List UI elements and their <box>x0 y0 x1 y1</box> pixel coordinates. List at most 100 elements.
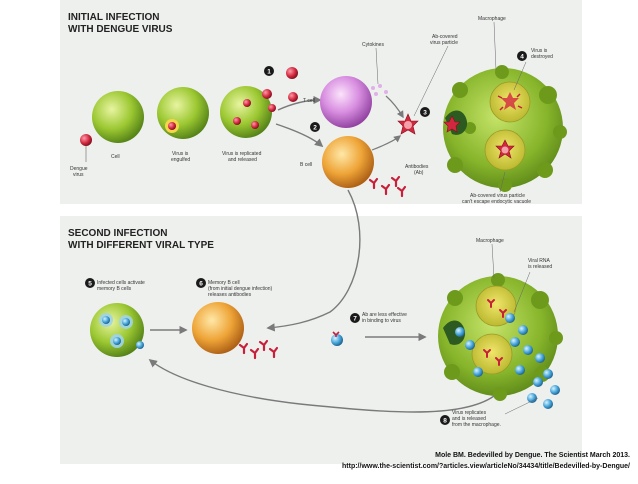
viral-rna-label-l2: is released <box>528 264 552 270</box>
infected-cell <box>90 303 144 357</box>
svg-text:1: 1 <box>267 69 271 76</box>
cytokine-3 <box>374 92 378 96</box>
svg-text:6: 6 <box>199 281 203 288</box>
panel2-title-line2: WITH DIFFERENT VIRAL TYPE <box>68 240 214 251</box>
floating-virus-2 <box>288 92 298 102</box>
svg-text:3: 3 <box>423 110 427 117</box>
replicated-virus-3 <box>243 99 251 107</box>
replicates-label-l1: Virus replicates <box>452 410 487 416</box>
cant-escape-leader <box>499 171 506 193</box>
credit-url[interactable]: http://www.the-scientist.com/?articles.v… <box>342 463 630 470</box>
memory-label-l2: (from initial dengue infection) <box>208 286 273 292</box>
viral-rna-label-l1: Viral RNA <box>528 258 551 264</box>
memory-label-l1: Memory B cell <box>208 280 240 286</box>
engulfed-virus <box>168 122 176 130</box>
infected-label-l1: Infected cells activate <box>97 280 145 286</box>
destroyed-label-l2: destroyed <box>531 54 553 60</box>
cytokine-1 <box>371 86 375 90</box>
cytokines-label: Cytokines <box>362 42 384 48</box>
destroyed-leader <box>513 61 527 91</box>
infected-virus-3 <box>113 337 121 345</box>
replicated-virus-1 <box>233 117 241 125</box>
arrow-to-b-cell <box>275 123 324 148</box>
step-badge-2: 2 <box>310 122 320 132</box>
cant-escape-label-l1: Ab-covered virus particle <box>470 193 525 199</box>
arrow-cytokines <box>385 95 404 119</box>
replicates-label-l2: and is released <box>452 416 486 422</box>
arrow-antibodies <box>371 135 402 151</box>
arrow-to-t-cell <box>277 95 322 111</box>
released-virus-1 <box>262 89 272 99</box>
destroyed-virus <box>497 92 523 111</box>
svg-text:7: 7 <box>353 316 357 323</box>
ab-covered-leader <box>413 45 449 117</box>
b-cell <box>322 136 374 188</box>
cant-escape-label-l2: can't escape endocytic vacuole <box>462 199 531 205</box>
cell-engulfing-virus <box>157 87 209 139</box>
svg-text:8: 8 <box>443 418 447 425</box>
infected-label-l2: memory B cells <box>97 286 132 292</box>
replicated-virus-2 <box>251 121 259 129</box>
cytokine-4 <box>384 90 388 94</box>
host-cell <box>92 91 144 143</box>
released-virus-2 <box>268 104 276 112</box>
macrophage2-leader <box>491 243 495 279</box>
step-badge-1: 1 <box>264 66 274 76</box>
step-badge-4: 4 <box>517 51 527 61</box>
antibodies-label-l1: Antibodies <box>405 164 429 170</box>
antibodies-group <box>368 175 407 198</box>
macrophage1-label: Macrophage <box>478 16 506 22</box>
infected-virus-1 <box>102 316 110 324</box>
replicates-label-l3: from the macrophage. <box>452 422 501 428</box>
entering-virus <box>443 115 461 133</box>
engulfed-label-l2: engulfed <box>171 157 190 163</box>
macrophage2-label: Macrophage <box>476 238 504 244</box>
ab-bound-virus <box>331 331 343 346</box>
step-badge-6: 6 <box>196 278 206 288</box>
replicated-label-l2: and released <box>228 157 257 163</box>
credit-citation: Mole BM. Bedevilled by Dengue. The Scien… <box>435 452 630 459</box>
destroyed-label-l1: Virus is <box>531 48 548 54</box>
viral-rna-leader <box>513 271 531 313</box>
panel2-title-line1: SECOND INFECTION <box>68 228 167 239</box>
ab-covered-label-l2: virus particle <box>430 40 458 46</box>
step-badge-3: 3 <box>420 107 430 117</box>
cell-label: Cell <box>111 154 120 160</box>
t-cell-label: T cell <box>303 98 315 104</box>
macrophage2-antibodies <box>483 299 507 366</box>
antibodies-label-l2: (Ab) <box>414 170 424 176</box>
step-badge-8: 8 <box>440 415 450 425</box>
svg-text:4: 4 <box>520 54 524 61</box>
arrow-memory-link <box>266 189 361 332</box>
dengue-virus-label-l1: Dengue <box>70 166 88 172</box>
trapped-virus <box>495 139 515 159</box>
less-effective-label-l1: Ab are less effective <box>362 312 407 318</box>
panel1-title-line2: WITH DENGUE VIRUS <box>68 24 173 35</box>
engulfed-label-l1: Virus is <box>172 151 189 157</box>
arrow-reinfection <box>148 358 495 413</box>
ab-covered-label-l1: Ab-covered <box>432 34 458 40</box>
dengue-virus-particle <box>80 134 92 146</box>
dengue-virus-label-l2: virus <box>73 172 84 178</box>
step-badge-5: 5 <box>85 278 95 288</box>
cytokines-leader <box>375 47 379 85</box>
floating-virus-1 <box>286 67 298 79</box>
step-badge-7: 7 <box>350 313 360 323</box>
infected-virus-2 <box>122 318 130 326</box>
memory-label-l3: releases antibodies <box>208 292 252 298</box>
t-cell <box>320 76 372 128</box>
ab-covered-virus-particle <box>397 113 419 135</box>
blue-virus-cluster <box>455 313 560 409</box>
less-effective-label-l2: in binding to virus <box>362 318 401 324</box>
panel1-title-line1: INITIAL INFECTION <box>68 12 159 23</box>
macrophage1-leader <box>493 21 497 71</box>
cytokine-2 <box>378 84 382 88</box>
svg-text:2: 2 <box>313 125 317 132</box>
b-cell-label: B cell <box>300 162 312 168</box>
released-blue-virus <box>136 341 144 349</box>
replicates-leader <box>504 397 539 415</box>
replicated-label-l1: Virus is replicated <box>222 151 262 157</box>
memory-b-cell <box>192 302 244 354</box>
